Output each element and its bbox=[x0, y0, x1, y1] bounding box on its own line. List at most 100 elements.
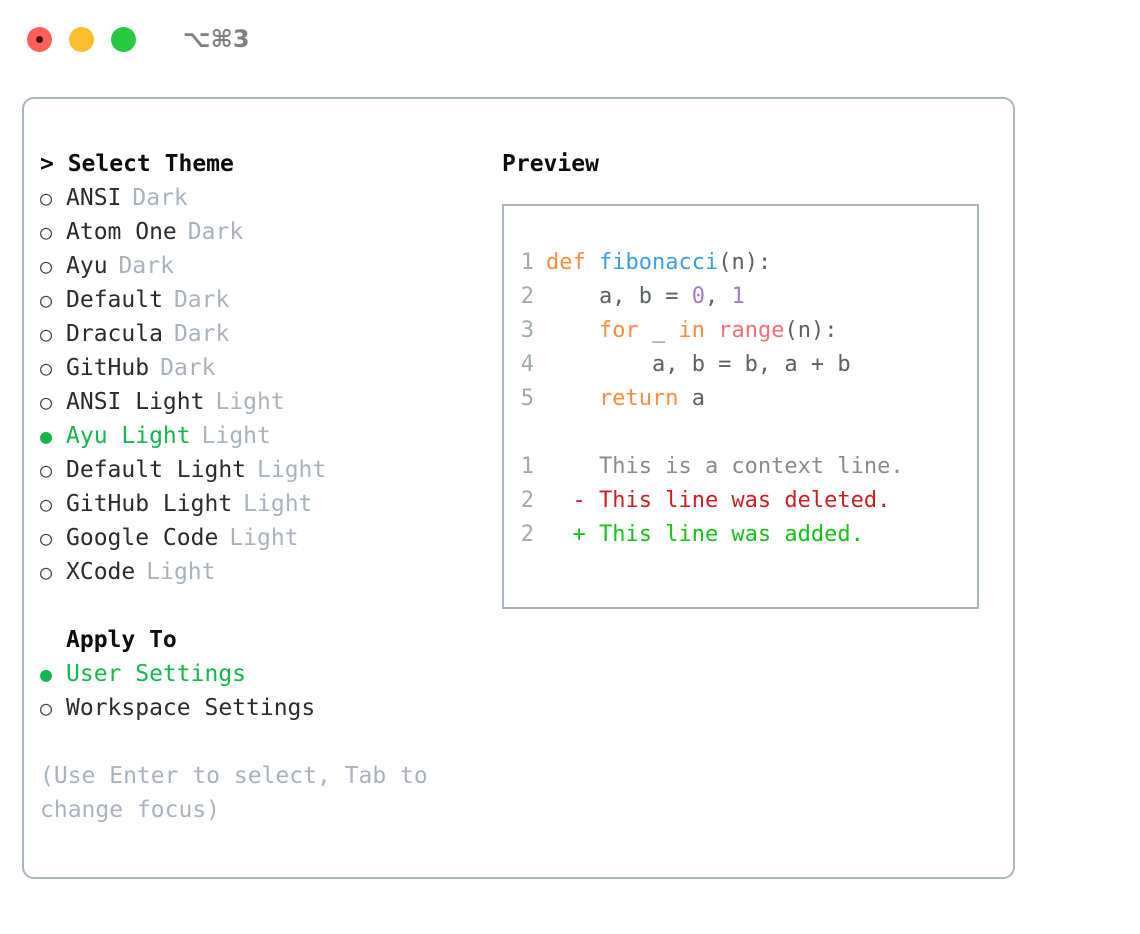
theme-option-ansi-light[interactable]: ○ ANSI Light Light bbox=[40, 385, 490, 419]
theme-option-label: GitHub Light bbox=[66, 491, 233, 517]
theme-option-atom-one[interactable]: ○ Atom One Dark bbox=[40, 215, 490, 249]
theme-option-kind: Light bbox=[146, 559, 216, 585]
token-kw: def bbox=[546, 250, 599, 275]
window-controls bbox=[27, 26, 136, 52]
diff-text: - This line was deleted. bbox=[546, 488, 891, 513]
title-bar: ⌥⌘3 bbox=[0, 0, 1140, 78]
code-line: 1 def fibonacci(n): bbox=[504, 246, 977, 280]
radio-unselected-icon: ○ bbox=[40, 390, 53, 414]
section-spacer bbox=[40, 589, 490, 623]
line-number: 2 bbox=[520, 522, 534, 547]
close-button[interactable] bbox=[27, 26, 52, 52]
theme-option-kind: Dark bbox=[187, 219, 244, 245]
token-call: range bbox=[718, 318, 785, 343]
theme-option-label: Default Light bbox=[66, 457, 247, 483]
theme-option-label: ANSI Light bbox=[66, 389, 205, 415]
radio-unselected-icon: ○ bbox=[40, 492, 53, 516]
apply-to-list: ●User Settings ○ Workspace Settings bbox=[40, 657, 490, 725]
code-text: a, b = 0, 1 bbox=[546, 280, 745, 314]
theme-option-label: GitHub bbox=[66, 355, 150, 381]
code-text: for _ in range(n): bbox=[546, 314, 837, 348]
theme-option-ayu-light[interactable]: ● Ayu Light Light bbox=[40, 419, 490, 453]
zoom-button[interactable] bbox=[111, 26, 136, 52]
preview-title: Preview bbox=[502, 151, 599, 177]
theme-option-kind: Dark bbox=[118, 253, 174, 279]
code-text: return a bbox=[546, 382, 705, 416]
token-var bbox=[546, 318, 599, 343]
code-line: 5 return a bbox=[504, 382, 977, 416]
theme-option-kind: Light bbox=[229, 525, 299, 551]
token-var: a bbox=[678, 386, 705, 411]
diff-sample: 1 This is a context line.2 - This line w… bbox=[504, 450, 977, 552]
theme-option-xcode[interactable]: ○ XCode Light bbox=[40, 555, 490, 589]
code-line: 3 for _ in range(n): bbox=[504, 314, 977, 348]
keyboard-shortcut-label: ⌥⌘3 bbox=[183, 25, 250, 53]
radio-unselected-icon: ○ bbox=[40, 356, 53, 380]
line-number: 2 bbox=[520, 284, 534, 309]
theme-option-dracula[interactable]: ○ Dracula Dark bbox=[40, 317, 490, 351]
token-pun: (n): bbox=[784, 318, 838, 343]
radio-unselected-icon: ○ bbox=[40, 696, 53, 720]
diff-text: + This line was added. bbox=[546, 522, 864, 547]
radio-unselected-icon: ○ bbox=[40, 220, 53, 244]
theme-option-label: ANSI bbox=[66, 185, 122, 211]
minimize-button[interactable] bbox=[69, 26, 94, 52]
radio-unselected-icon: ○ bbox=[40, 458, 53, 482]
token-pun: (n): bbox=[718, 250, 772, 275]
theme-option-kind: Light bbox=[243, 491, 313, 517]
theme-option-label: Default bbox=[66, 287, 163, 313]
theme-option-label: Atom One bbox=[66, 219, 177, 245]
theme-option-kind: Dark bbox=[132, 185, 188, 211]
token-num: 0 bbox=[691, 284, 705, 309]
apply-option-label: User Settings bbox=[66, 661, 247, 687]
theme-option-kind: Light bbox=[215, 389, 285, 415]
theme-option-label: Ayu Light bbox=[66, 423, 191, 449]
code-text: def fibonacci(n): bbox=[546, 246, 771, 280]
apply-option-workspace-settings[interactable]: ○ Workspace Settings bbox=[40, 691, 490, 725]
token-num: 1 bbox=[731, 284, 745, 309]
line-number: 2 bbox=[520, 488, 534, 513]
theme-option-label: Dracula bbox=[66, 321, 163, 347]
token-kw: for bbox=[598, 318, 639, 343]
theme-option-label: XCode bbox=[66, 559, 136, 585]
select-theme-header: > Select Theme bbox=[40, 151, 234, 177]
line-number: 1 bbox=[520, 250, 534, 275]
theme-option-label: Ayu bbox=[66, 253, 108, 279]
token-var: a, b = b, a + b bbox=[546, 352, 851, 377]
theme-option-label: Google Code bbox=[66, 525, 219, 551]
diff-line-added: 2 + This line was added. bbox=[504, 518, 977, 552]
code-text: a, b = b, a + b bbox=[546, 348, 851, 382]
token-pun: , bbox=[704, 284, 732, 309]
apply-option-user-settings[interactable]: ●User Settings bbox=[40, 657, 490, 691]
radio-unselected-icon: ○ bbox=[40, 560, 53, 584]
token-var bbox=[705, 318, 718, 343]
diff-text: This is a context line. bbox=[546, 454, 904, 479]
apply-option-label: Workspace Settings bbox=[66, 695, 316, 721]
theme-option-kind: Dark bbox=[160, 355, 216, 381]
token-var bbox=[546, 386, 599, 411]
radio-unselected-icon: ○ bbox=[40, 322, 53, 346]
theme-option-github[interactable]: ○ GitHub Dark bbox=[40, 351, 490, 385]
theme-option-kind: Dark bbox=[173, 321, 230, 347]
theme-option-kind: Dark bbox=[173, 287, 230, 313]
token-kw: in bbox=[678, 318, 705, 343]
theme-option-github-light[interactable]: ○ GitHub Light Light bbox=[40, 487, 490, 521]
diff-line-context: 1 This is a context line. bbox=[504, 450, 977, 484]
code-line: 2 a, b = 0, 1 bbox=[504, 280, 977, 314]
token-kw: return bbox=[598, 386, 679, 411]
radio-selected-icon: ● bbox=[40, 424, 53, 448]
diff-line-deleted: 2 - This line was deleted. bbox=[504, 484, 977, 518]
theme-option-kind: Light bbox=[201, 423, 271, 449]
radio-unselected-icon: ○ bbox=[40, 526, 53, 550]
theme-option-google-code[interactable]: ○ Google Code Light bbox=[40, 521, 490, 555]
code-line: 4 a, b = b, a + b bbox=[504, 348, 977, 382]
